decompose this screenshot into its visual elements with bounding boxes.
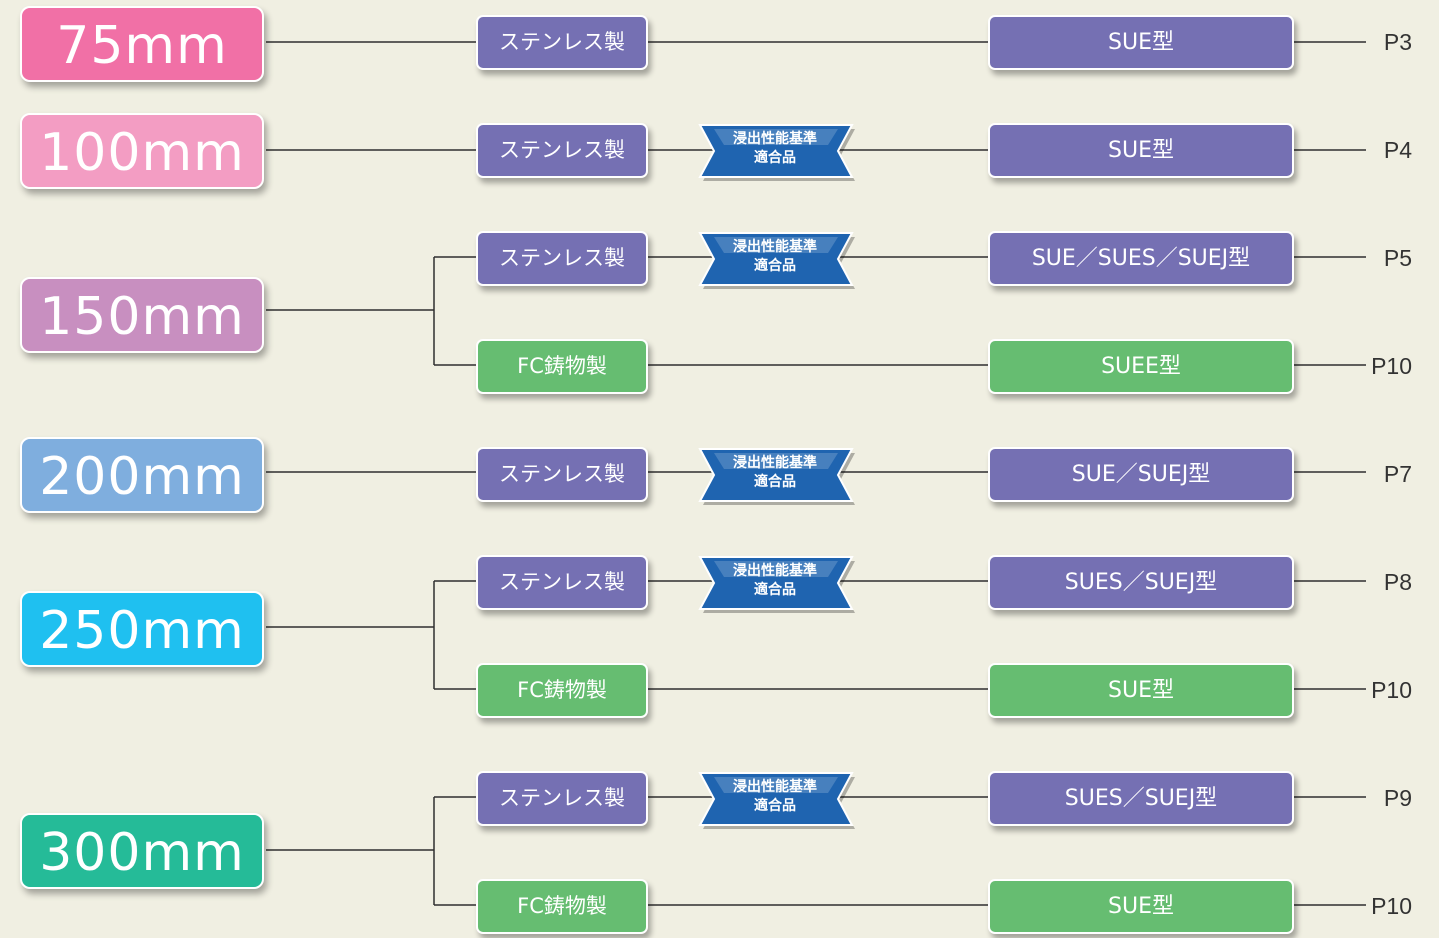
badge-line2: 適合品 xyxy=(754,582,796,598)
badge-line1: 浸出性能基準 xyxy=(733,779,817,795)
badge-line1: 浸出性能基準 xyxy=(733,455,817,471)
type-box: SUES／SUEJ型 xyxy=(988,771,1294,826)
page-ref: P9 xyxy=(1383,785,1412,811)
type-box: SUE型 xyxy=(988,15,1294,70)
material-box: ステンレス製 xyxy=(476,15,648,70)
page-ref: P5 xyxy=(1383,245,1412,271)
type-box: SUE型 xyxy=(988,663,1294,718)
page-ref: P3 xyxy=(1383,29,1412,55)
type-box: SUEE型 xyxy=(988,339,1294,394)
leaching-standard-badge: 浸出性能基準適合品 xyxy=(690,121,860,181)
badge-line1: 浸出性能基準 xyxy=(733,239,817,255)
badge-line2: 適合品 xyxy=(754,150,796,166)
badge-ribbon-shape xyxy=(698,124,855,181)
size-250mm: 250mm xyxy=(20,591,264,667)
badge-ribbon-shape xyxy=(698,448,855,505)
leaching-standard-badge: 浸出性能基準適合品 xyxy=(690,769,860,829)
badge-line1: 浸出性能基準 xyxy=(733,563,817,579)
page-ref: P8 xyxy=(1383,569,1412,595)
badge-line2: 適合品 xyxy=(754,474,796,490)
badge-line1: 浸出性能基準 xyxy=(733,131,817,147)
badge-ribbon-shape xyxy=(698,232,855,289)
size-75mm: 75mm xyxy=(20,6,264,82)
badge-ribbon-shape xyxy=(698,772,855,829)
size-150mm: 150mm xyxy=(20,277,264,353)
material-box: ステンレス製 xyxy=(476,123,648,178)
material-box: ステンレス製 xyxy=(476,447,648,502)
type-box: SUE型 xyxy=(988,879,1294,934)
type-box: SUE／SUES／SUEJ型 xyxy=(988,231,1294,286)
material-box: ステンレス製 xyxy=(476,231,648,286)
material-box: ステンレス製 xyxy=(476,555,648,610)
leaching-standard-badge: 浸出性能基準適合品 xyxy=(690,553,860,613)
size-100mm: 100mm xyxy=(20,113,264,189)
size-200mm: 200mm xyxy=(20,437,264,513)
page-ref: P10 xyxy=(1371,353,1412,379)
badge-ribbon-shape xyxy=(698,556,855,613)
material-box: FC鋳物製 xyxy=(476,339,648,394)
material-box: FC鋳物製 xyxy=(476,663,648,718)
leaching-standard-badge: 浸出性能基準適合品 xyxy=(690,445,860,505)
page-ref: P10 xyxy=(1371,677,1412,703)
material-box: ステンレス製 xyxy=(476,771,648,826)
badge-line2: 適合品 xyxy=(754,258,796,274)
leaching-standard-badge: 浸出性能基準適合品 xyxy=(690,229,860,289)
page-ref: P7 xyxy=(1383,461,1412,487)
page-ref: P10 xyxy=(1371,893,1412,919)
type-box: SUES／SUEJ型 xyxy=(988,555,1294,610)
type-box: SUE型 xyxy=(988,123,1294,178)
type-box: SUE／SUEJ型 xyxy=(988,447,1294,502)
size-300mm: 300mm xyxy=(20,813,264,889)
page-ref: P4 xyxy=(1383,137,1412,163)
material-box: FC鋳物製 xyxy=(476,879,648,934)
badge-line2: 適合品 xyxy=(754,798,796,814)
